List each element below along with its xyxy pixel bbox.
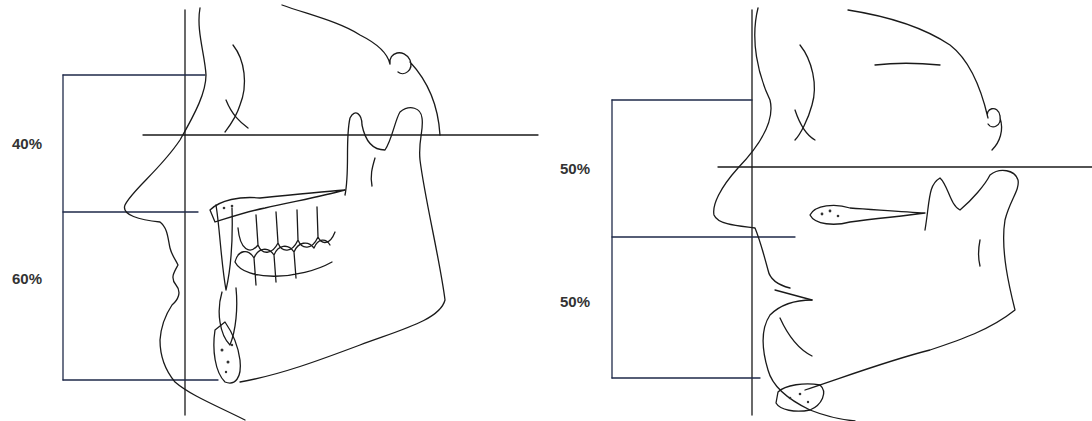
chin-line — [780, 318, 812, 356]
mandible — [240, 108, 445, 382]
percentage-label: 60% — [12, 271, 42, 286]
lip-line — [775, 290, 812, 300]
percentage-label: 50% — [560, 161, 590, 176]
horizontal-reference-line — [718, 166, 1092, 167]
vertical-reference-line — [751, 10, 752, 415]
soft-tissue-profile — [124, 8, 245, 420]
orbit — [225, 45, 244, 132]
soft-tissue-profile — [714, 8, 855, 421]
proportion-bracket — [612, 100, 795, 378]
long-face-tracing — [612, 8, 1092, 421]
percentage-label: 50% — [560, 294, 590, 309]
orbit — [795, 45, 814, 140]
ramus-mark — [979, 240, 981, 266]
nasal-bone — [226, 100, 248, 128]
ramus-mark — [371, 158, 375, 186]
horizontal-reference-line — [143, 134, 538, 135]
symphysis — [214, 322, 240, 383]
lower-teeth — [235, 240, 332, 285]
skull-outline — [282, 5, 440, 135]
maxilla — [210, 190, 345, 222]
proportion-bracket — [63, 75, 218, 380]
percentage-label: 40% — [12, 136, 42, 151]
symphysis — [776, 384, 824, 411]
bone-texture — [789, 210, 840, 404]
upper-teeth — [238, 207, 335, 252]
skull-outline — [848, 10, 1002, 150]
skull-mark — [875, 63, 940, 65]
normal-face-tracing — [63, 5, 538, 420]
nasal-bone — [795, 110, 815, 140]
bone-texture — [221, 205, 234, 373]
maxilla — [810, 205, 925, 224]
mandible — [805, 170, 1018, 390]
